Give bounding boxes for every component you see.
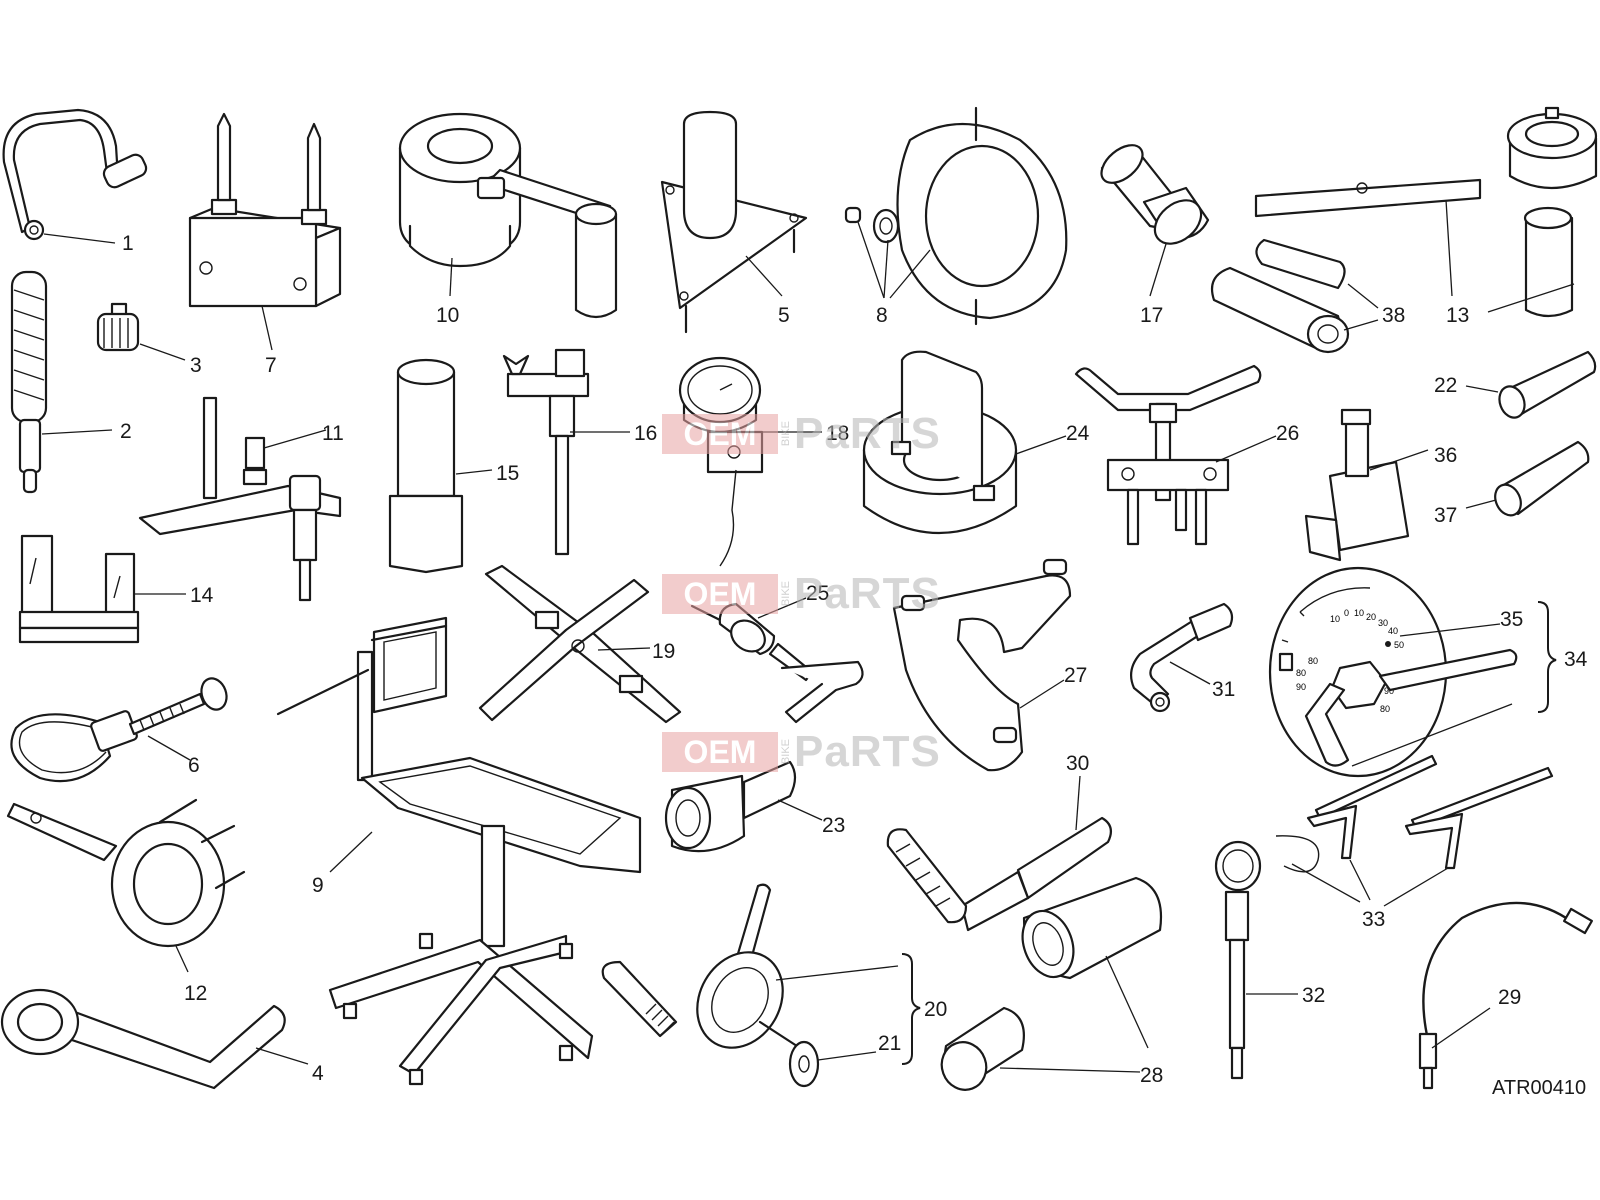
label-30: 30 <box>1066 752 1089 775</box>
dial-scale-4: 20 <box>1366 612 1376 622</box>
dial-scale-12: 80 <box>1380 704 1390 714</box>
tool-32-bore-gauge <box>1214 840 1262 1080</box>
tool-17-castellated-socket <box>1100 144 1210 245</box>
label-5: 5 <box>778 304 790 327</box>
tool-24-ring-puller <box>862 350 1018 535</box>
dial-scale-6: 40 <box>1388 626 1398 636</box>
dial-scale-10: 80 <box>1308 656 1318 666</box>
tool-29-sensor-cable <box>1418 901 1593 1090</box>
label-10: 10 <box>436 304 459 327</box>
tool-2-knurled-drift <box>10 270 48 494</box>
tool-14-gauge-blades <box>18 534 140 644</box>
label-13: 13 <box>1446 304 1469 327</box>
tool-4-bent-ring-wrench <box>0 988 286 1090</box>
label-9: 9 <box>312 874 324 897</box>
tool-37-cone <box>1494 440 1590 517</box>
label-18: 18 <box>826 422 849 445</box>
tool-16-wingnut-holder <box>502 348 590 556</box>
label-22: 22 <box>1434 374 1457 397</box>
label-24: 24 <box>1066 422 1090 445</box>
label-7: 7 <box>265 354 277 377</box>
tool-22-cone <box>1498 350 1597 419</box>
tool-7-pin-plate <box>188 112 342 308</box>
label-17: 17 <box>1140 304 1163 327</box>
label-33: 33 <box>1362 908 1385 931</box>
label-36: 36 <box>1434 444 1457 467</box>
dial-scale-1: 10 <box>1330 614 1340 624</box>
label-1: 1 <box>122 232 134 255</box>
dial-scale-3: 10 <box>1354 608 1364 618</box>
tool-36-clamp <box>1304 408 1410 562</box>
label-21: 21 <box>878 1032 901 1055</box>
label-2: 2 <box>120 420 132 443</box>
tool-8-ring-pins <box>844 106 1068 326</box>
label-34: 34 <box>1564 648 1588 671</box>
label-23: 23 <box>822 814 845 837</box>
dial-scale-5: 30 <box>1378 618 1388 628</box>
tool-20-clutch-tool <box>601 883 820 1088</box>
tool-31-l-wrench <box>1129 602 1234 713</box>
tool-15-hex-extension <box>388 358 464 574</box>
label-6: 6 <box>188 754 200 777</box>
tool-30-handle-shaft <box>886 816 1113 932</box>
label-27: 27 <box>1064 664 1087 687</box>
tool-9-work-stand <box>276 616 642 1086</box>
label-38: 38 <box>1382 304 1405 327</box>
label-14: 14 <box>190 584 214 607</box>
tool-28-sleeves <box>940 876 1162 1091</box>
label-32: 32 <box>1302 984 1325 1007</box>
drawing-code: ATR00410 <box>1492 1077 1586 1099</box>
label-4: 4 <box>312 1062 324 1085</box>
label-12: 12 <box>184 982 207 1005</box>
label-26: 26 <box>1276 422 1299 445</box>
tool-26-bearing-puller <box>1074 364 1262 546</box>
label-19: 19 <box>652 640 675 663</box>
label-20: 20 <box>924 998 947 1021</box>
tool-34-degree-wheel: 10 0 10 20 30 40 50 80 90 80 90 80 <box>1268 566 1518 778</box>
label-8: 8 <box>876 304 888 327</box>
tool-10-socket-arm <box>398 112 618 319</box>
tool-1-hook-wrench <box>2 108 148 241</box>
tool-19-cross-holder <box>478 564 682 724</box>
label-11: 11 <box>322 422 344 445</box>
tool-13-long-wrench <box>1254 106 1598 318</box>
tool-38-sleeve-pin <box>1210 238 1350 354</box>
tool-3-knurled-nut <box>96 302 140 352</box>
tool-25-t-handle-puller <box>690 602 864 724</box>
dial-scale-8: 80 <box>1296 668 1306 678</box>
dial-scale-11: 90 <box>1384 686 1394 696</box>
tool-27-curved-holder <box>892 558 1072 772</box>
tool-6-strap-wrench <box>10 677 228 783</box>
label-37: 37 <box>1434 504 1457 527</box>
tool-33-fork-gauges <box>1275 754 1554 873</box>
label-35: 35 <box>1500 608 1523 631</box>
label-3: 3 <box>190 354 202 377</box>
tool-23-socket-puller <box>664 760 797 853</box>
dial-scale-7: 50 <box>1394 640 1404 650</box>
label-31: 31 <box>1212 678 1235 701</box>
tool-18-dial-gauge <box>678 356 764 567</box>
label-25: 25 <box>806 582 829 605</box>
label-28: 28 <box>1140 1064 1163 1087</box>
tool-5-triangle-plate <box>660 110 808 334</box>
dial-scale-2: 0 <box>1344 608 1349 618</box>
label-16: 16 <box>634 422 657 445</box>
dial-scale-9: 90 <box>1296 682 1306 692</box>
label-15: 15 <box>496 462 519 485</box>
tool-12-ring-wrench <box>6 798 246 948</box>
tool-11-gauge-bracket <box>138 396 342 602</box>
label-29: 29 <box>1498 986 1521 1009</box>
